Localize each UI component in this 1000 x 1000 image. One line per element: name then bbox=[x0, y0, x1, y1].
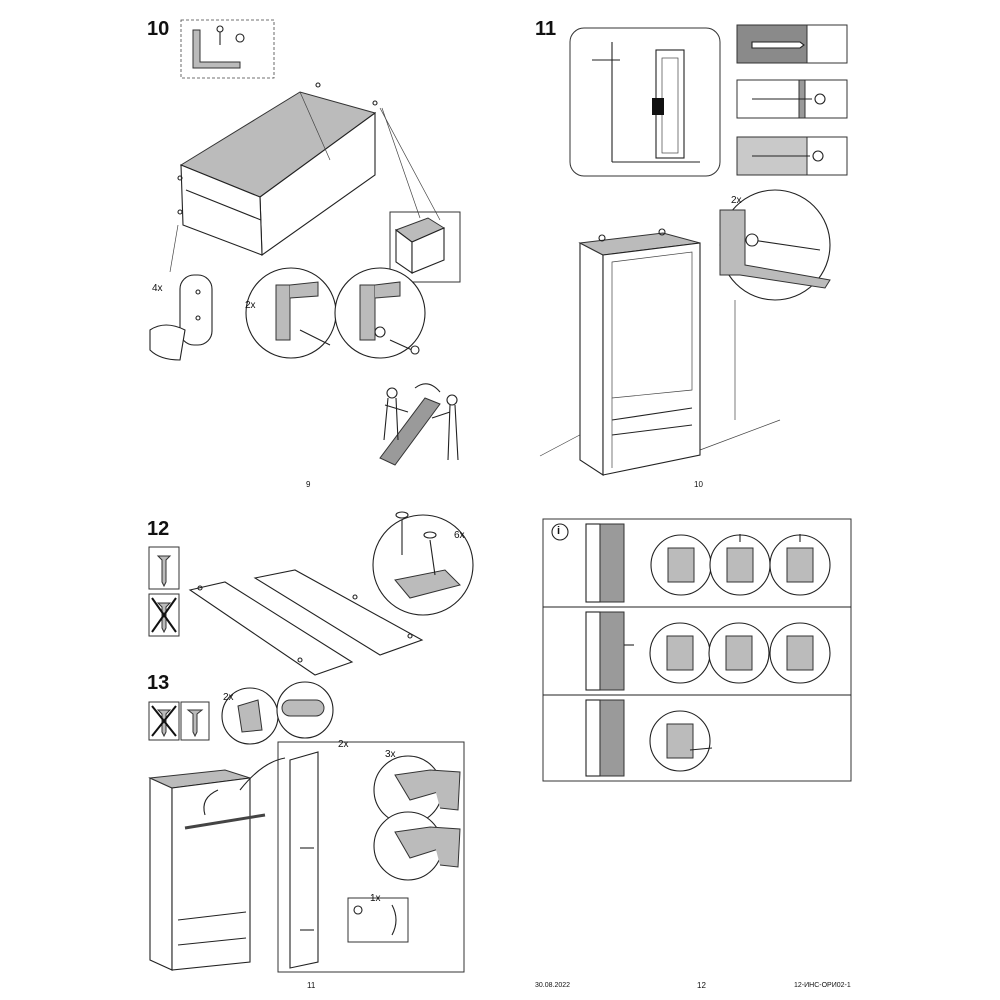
step-10-detail-corner bbox=[379, 107, 461, 283]
step-11-wall-type-panels bbox=[736, 24, 848, 176]
quantity-1x: 1x bbox=[370, 893, 381, 904]
step-12-screw-icons bbox=[148, 546, 180, 637]
step-11-wardrobe-against-wall bbox=[539, 228, 781, 477]
step-10-bracket-detail-2 bbox=[334, 267, 426, 359]
step-number-12: 12 bbox=[147, 518, 170, 540]
adjustment-panel bbox=[542, 518, 852, 782]
quantity-3x: 3x bbox=[385, 749, 396, 760]
step-12-hinge-zoom bbox=[372, 511, 474, 616]
footer-document-code: 12-ИНС-ОРИ02-1 bbox=[794, 982, 851, 989]
info-icon: i bbox=[557, 525, 561, 537]
quantity-6x: 6x bbox=[454, 530, 465, 541]
step-10-bracket-detail-1 bbox=[245, 267, 337, 359]
step-11-wall-detail bbox=[569, 27, 721, 177]
step-number-11: 11 bbox=[535, 18, 557, 40]
footer-date: 30.08.2022 bbox=[535, 982, 571, 989]
page-number-10: 10 bbox=[694, 480, 703, 489]
page-number-9: 9 bbox=[306, 480, 311, 489]
step-10-cabinet-on-back bbox=[177, 82, 378, 257]
page-number-12: 12 bbox=[697, 981, 706, 990]
quantity-2x-bracket: 2x bbox=[245, 300, 256, 311]
step-13-screw-icons bbox=[148, 701, 210, 741]
adjustment-row-2 bbox=[585, 611, 831, 691]
step-13-wardrobe bbox=[148, 757, 286, 971]
adjustment-row-1 bbox=[585, 523, 831, 603]
step-10-parts-box bbox=[180, 19, 275, 79]
quantity-4x: 4x bbox=[152, 283, 163, 294]
step-number-13: 13 bbox=[147, 672, 170, 694]
step-13-hinge-zooms bbox=[221, 681, 334, 745]
quantity-2x-wall: 2x bbox=[731, 195, 742, 206]
adjustment-row-3 bbox=[585, 699, 713, 777]
step-12-door-panels bbox=[188, 569, 424, 676]
step-13-door-frame bbox=[277, 741, 465, 973]
quantity-2x-hinge: 2x bbox=[223, 692, 234, 703]
step-number-10: 10 bbox=[147, 18, 170, 40]
step-11-bracket-zoom bbox=[719, 189, 831, 301]
page-number-11: 11 bbox=[307, 981, 316, 990]
quantity-2x-door: 2x bbox=[338, 739, 349, 750]
step-10-lift-figures bbox=[379, 383, 459, 466]
